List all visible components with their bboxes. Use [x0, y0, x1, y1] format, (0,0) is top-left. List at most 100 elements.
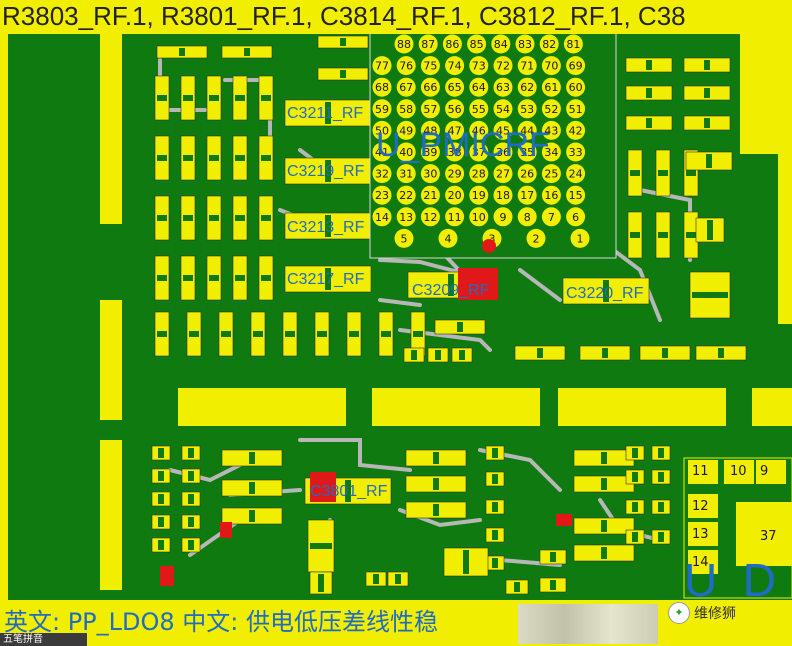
bga-ball: [445, 185, 465, 205]
smd-gap: [718, 348, 724, 358]
bga-ball: [493, 185, 513, 205]
smd-component: [651, 529, 671, 545]
smd-gap: [459, 350, 465, 360]
smd-component: [180, 135, 196, 181]
smd-component: [403, 347, 425, 363]
smd-component: [651, 445, 671, 461]
smd-component: [562, 277, 650, 305]
bga-ball-label: 6: [572, 211, 579, 224]
smd-gap: [433, 478, 439, 490]
label-u-partial: U_D: [684, 554, 776, 606]
smd-gap: [188, 471, 194, 481]
smd-component: [625, 445, 645, 461]
bga-ball: [372, 207, 392, 227]
bga-ball-label: 3: [489, 232, 496, 245]
smd-gap: [632, 448, 638, 458]
smd-component: [181, 537, 201, 553]
bga-ball-label: 40: [399, 146, 413, 159]
smd-gap: [209, 275, 219, 281]
bga-ball: [420, 99, 440, 119]
label-c3801: C3801_RF: [310, 483, 388, 500]
bga-ball-label: 5: [401, 232, 408, 245]
bga-ball-label: 48: [423, 124, 437, 137]
bga-ball: [517, 99, 537, 119]
bga-ball-label: 67: [399, 81, 413, 94]
smd-component: [282, 311, 298, 357]
bga-ball-label: 45: [496, 124, 510, 137]
bga-ball: [469, 142, 489, 162]
smd-component: [154, 255, 170, 301]
smd-gap: [249, 482, 255, 494]
smd-gap: [249, 452, 255, 464]
bga-ball-highlight: [482, 239, 496, 253]
bga-ball-label: 81: [566, 38, 580, 51]
smd-gap: [662, 348, 668, 358]
smd-component: [485, 445, 505, 461]
bga-ball: [517, 56, 537, 76]
label-c3209: C3209_RF: [412, 282, 490, 299]
bga-ball-label: 51: [569, 103, 583, 116]
smd-gap: [209, 215, 219, 221]
bga-ball: [570, 228, 590, 248]
bga-ball-label: 26: [520, 168, 534, 181]
bga-ball: [420, 164, 440, 184]
smd-gap: [646, 118, 652, 128]
smd-gap: [183, 215, 193, 221]
bga-ball-label: 36: [496, 146, 510, 159]
smd-component: [151, 468, 171, 484]
bga-ball-label: 73: [472, 60, 486, 73]
smd-component: [655, 149, 671, 197]
smd-component: [405, 501, 467, 519]
board-edge-right: [740, 34, 792, 154]
bga-ball-label: 32: [375, 168, 389, 181]
smd-component: [284, 212, 372, 240]
smd-component: [221, 45, 273, 59]
ime-toolbar[interactable]: 五笔拼音: [0, 633, 87, 646]
smd-gap: [325, 215, 331, 237]
smd-gap: [310, 543, 332, 549]
bga-ball-label: 35: [520, 146, 534, 159]
smd-component: [206, 195, 222, 241]
smd-gap: [235, 155, 245, 161]
component-pad-layer: [151, 35, 792, 599]
bga-ball-label: 24: [569, 168, 583, 181]
smd-component: [206, 75, 222, 121]
smd-component: [387, 571, 409, 587]
bga-ball-label: 17: [520, 189, 534, 202]
smd-component: [539, 577, 567, 593]
bga-ball-label: 60: [569, 81, 583, 94]
bga-ball-label: 75: [423, 60, 437, 73]
smd-gap: [632, 532, 638, 542]
bga-ball: [445, 120, 465, 140]
smd-gap: [325, 160, 331, 182]
smd-gap: [349, 331, 359, 337]
smd-gap: [249, 510, 255, 522]
bga-ball: [469, 164, 489, 184]
smd-gap: [158, 448, 164, 458]
smd-component: [206, 255, 222, 301]
smd-component: [539, 549, 567, 565]
highlight-pad: [220, 522, 232, 538]
bga-ball-label: 7: [548, 211, 555, 224]
smd-component: [573, 544, 635, 562]
label-c3213: C3213_RF: [287, 219, 365, 236]
smd-component: [625, 499, 645, 515]
smd-component: [695, 217, 725, 243]
net-description-bar: 英文: PP_LDO8 中文: 供电低压差线性稳: [0, 600, 792, 646]
bga-ball-label: 37: [472, 146, 486, 159]
smd-component: [625, 85, 673, 101]
bga-ball-label: 85: [470, 38, 484, 51]
smd-component: [309, 571, 333, 595]
smd-gap: [317, 331, 327, 337]
bga-ball: [442, 34, 462, 54]
bga-ball-label: 87: [421, 38, 435, 51]
smd-gap: [632, 472, 638, 482]
smd-component: [451, 347, 473, 363]
bga-ball: [445, 56, 465, 76]
bga-ball: [541, 99, 561, 119]
smd-gap: [188, 494, 194, 504]
smd-gap: [157, 95, 167, 101]
smd-gap: [537, 348, 543, 358]
smd-component: [221, 479, 283, 497]
